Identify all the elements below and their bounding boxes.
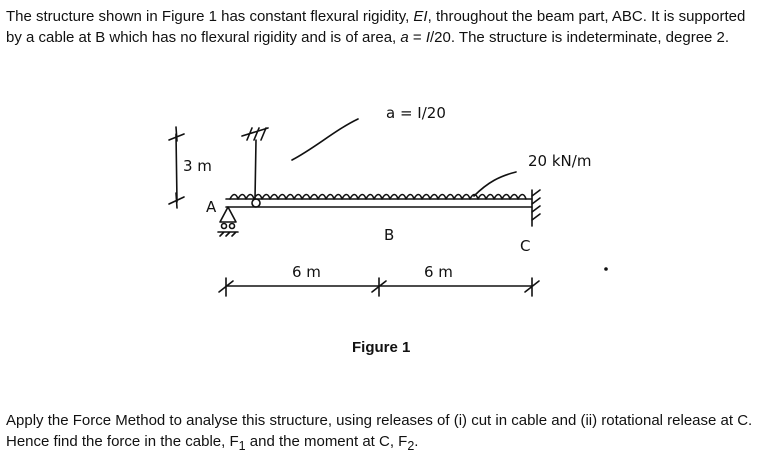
cable-area-label: a = I/20	[386, 104, 446, 122]
text-run: I	[425, 29, 431, 46]
text-run: 2	[407, 439, 415, 453]
span-tick-b	[371, 277, 387, 297]
point-c-label: C	[520, 237, 530, 255]
text-run: and the moment at C, F	[245, 433, 408, 450]
distributed-load-squiggle	[229, 193, 527, 200]
stray-mark	[604, 267, 608, 271]
hinge-b	[251, 198, 261, 208]
cable-line	[254, 139, 257, 200]
text-run: EI	[413, 8, 428, 25]
text-run: .	[414, 433, 419, 450]
pin-roller-a2	[228, 222, 236, 230]
problem-statement: The structure shown in Figure 1 has cons…	[6, 6, 758, 48]
question-statement: Apply the Force Method to analyse this s…	[6, 410, 758, 457]
span-bc-label: 6 m	[424, 263, 453, 281]
text-run: Apply the Force Method to analyse this s…	[6, 412, 753, 450]
pin-ground-a	[217, 231, 239, 237]
text-run: a	[400, 29, 409, 46]
height-dimension-tick-top	[168, 126, 185, 142]
cable-support-hatch	[241, 127, 269, 141]
figure-caption: Figure 1	[352, 339, 411, 356]
text-run: /20. The structure is indeterminate, deg…	[430, 29, 730, 46]
text-run: =	[408, 29, 426, 46]
pin-roller-a1	[220, 222, 228, 230]
text-run: 1	[238, 439, 246, 453]
text-run: , throughout the beam part, ABC. It is s…	[6, 8, 746, 46]
fixed-hatch-c	[531, 189, 541, 221]
text-run: The structure shown in Figure 1 has cons…	[6, 8, 414, 25]
point-a-label: A	[206, 198, 217, 216]
height-dimension-line	[175, 133, 178, 203]
span-ab-label: 6 m	[292, 263, 321, 281]
height-dimension-label: 3 m	[183, 157, 212, 175]
load-label: 20 kN/m	[528, 152, 591, 170]
load-pointer	[473, 171, 517, 197]
span-tick-c	[524, 277, 540, 297]
span-tick-a	[218, 277, 234, 297]
point-b-label: B	[384, 226, 394, 244]
height-dimension-tick-bottom	[168, 192, 185, 209]
pin-support-a	[219, 206, 237, 223]
cable-pointer	[291, 118, 359, 161]
